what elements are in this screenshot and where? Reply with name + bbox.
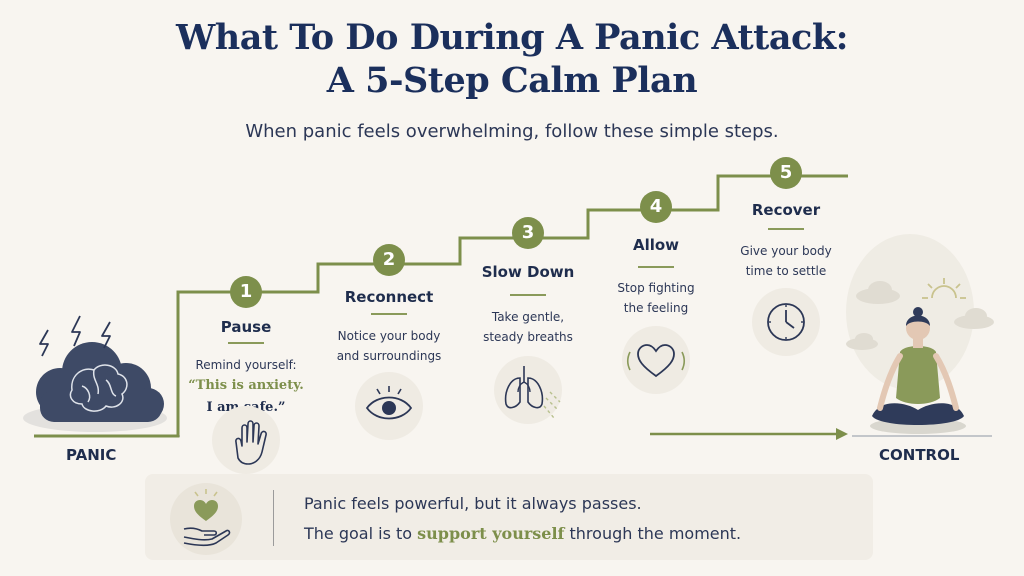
calm-background: [846, 234, 994, 434]
staircase-path: [34, 174, 848, 438]
step-1-rule: [228, 342, 264, 344]
step-3-title: Slow Down: [481, 263, 575, 281]
progress-arrow-head: [836, 428, 848, 440]
sun-icon: [922, 278, 966, 299]
page-title: What To Do During A Panic Attack: A 5-St…: [0, 16, 1024, 102]
footer-divider: [273, 490, 274, 546]
step-5-title: Recover: [751, 201, 821, 219]
step-2-rule: [371, 313, 407, 315]
heart-in-hand-icon: [183, 489, 231, 547]
step-2-desc: Notice your body and surroundings: [336, 329, 442, 363]
step-1-icon-circle: [212, 406, 280, 474]
step-1-badge: 1: [230, 276, 262, 308]
step-4-title: Allow: [632, 236, 680, 254]
heart-icon: [626, 344, 686, 378]
step-5-icon-circle: [752, 288, 820, 356]
subtitle: When panic feels overwhelming, follow th…: [245, 121, 779, 142]
lungs-icon: [504, 366, 561, 419]
footer-highlight: support yourself: [417, 524, 565, 543]
step-5-desc: Give your body time to settle: [740, 244, 832, 278]
step-5-rule: [768, 228, 804, 230]
step-4-rule: [638, 266, 674, 268]
footer-line-1: Panic feels powerful, but it always pass…: [304, 494, 642, 513]
step-4-desc: Stop fighting the feeling: [617, 281, 695, 315]
step-3-badge: 3: [512, 217, 544, 249]
eye-icon: [365, 386, 413, 420]
cloud-icon: [846, 281, 994, 350]
meditating-person-icon: [870, 307, 966, 434]
brain-icon: [69, 364, 128, 412]
storm-cloud-icon: [23, 342, 167, 432]
step-1-desc: Remind yourself:: [195, 358, 297, 372]
hand-icon: [235, 420, 267, 465]
clock-icon: [767, 303, 805, 341]
step-3-rule: [510, 294, 546, 296]
step-3-desc: Take gentle, steady breaths: [483, 310, 573, 344]
title-line-2: A 5-Step Calm Plan: [326, 60, 698, 101]
footer-line-2: The goal is to support yourself through …: [304, 524, 742, 543]
panic-label: PANIC: [66, 446, 117, 464]
footer-panel: [145, 474, 873, 560]
footer-icon-circle: [170, 483, 242, 555]
step-4-badge: 4: [640, 191, 672, 223]
step-5-badge: 5: [770, 157, 802, 189]
step-4-icon-circle: [622, 326, 690, 394]
step-1-title: Pause: [220, 318, 272, 336]
step-2-title: Reconnect: [344, 288, 434, 306]
control-label: CONTROL: [879, 446, 960, 464]
lightning-icon: [39, 315, 111, 357]
step-2-icon-circle: [355, 372, 423, 440]
step-2-badge: 2: [373, 244, 405, 276]
step-3-icon-circle: [494, 356, 562, 424]
title-line-1: What To Do During A Panic Attack:: [175, 17, 849, 58]
